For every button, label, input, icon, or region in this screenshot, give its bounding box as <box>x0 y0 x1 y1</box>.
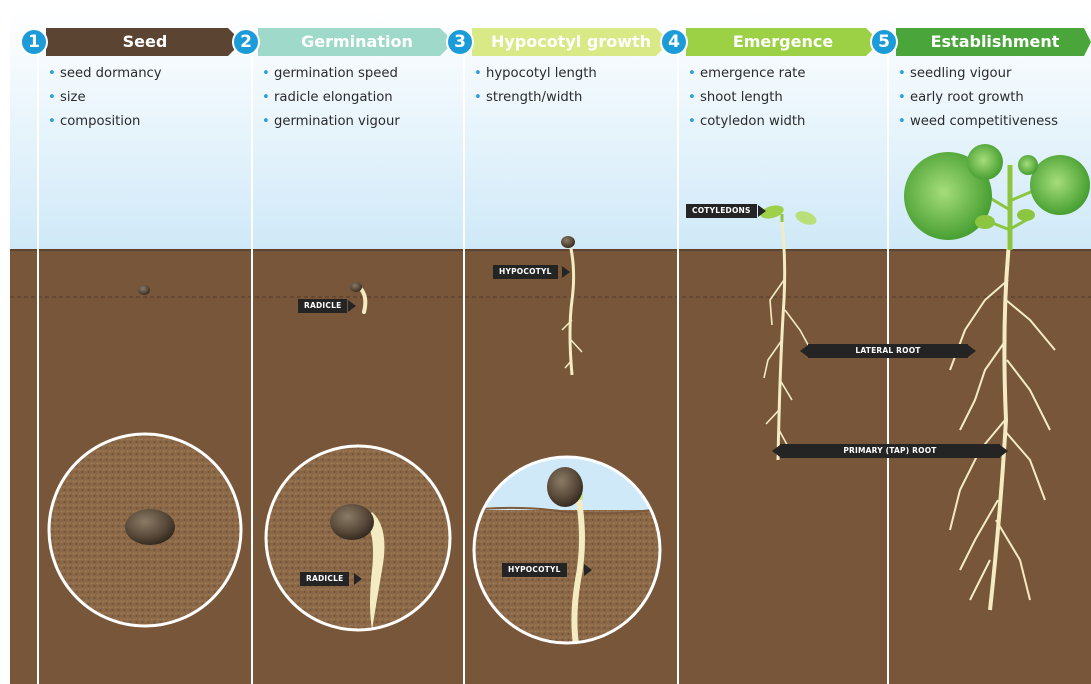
bullet-item: shoot length <box>688 86 805 110</box>
zoom-circle-radicle <box>266 446 450 630</box>
bullet-item: radicle elongation <box>262 86 400 110</box>
bullet-item: germination vigour <box>262 110 400 134</box>
lateral-root-label: LATERAL ROOT <box>808 344 968 358</box>
stage-1-bullets: seed dormancy size composition <box>48 62 162 134</box>
radicle-zoom-label: RADICLE <box>300 572 349 586</box>
bullet-item: germination speed <box>262 62 400 86</box>
stage-2-bullets: germination speed radicle elongation ger… <box>262 62 400 134</box>
radicle-label: RADICLE <box>298 299 347 313</box>
zoom-circle-seed <box>49 434 241 626</box>
stage-5-bullets: seedling vigour early root growth weed c… <box>898 62 1058 134</box>
bullet-item: emergence rate <box>688 62 805 86</box>
hypocotyl-label: HYPOCOTYL <box>493 265 558 279</box>
bullet-item: early root growth <box>898 86 1058 110</box>
stage-5-title: Establishment <box>900 28 1090 56</box>
stage-2-title: Germination <box>262 28 452 56</box>
stage-4-bullets: emergence rate shoot length cotyledon wi… <box>688 62 805 134</box>
bullet-item: hypocotyl length <box>474 62 597 86</box>
bullet-item: seedling vigour <box>898 62 1058 86</box>
stage-3-number: 3 <box>446 28 474 56</box>
stage-1-number: 1 <box>20 28 48 56</box>
cotyledons-label: COTYLEDONS <box>686 204 757 218</box>
bullet-item: cotyledon width <box>688 110 805 134</box>
stage-3-title: Hypocotyl growth <box>476 28 666 56</box>
bullet-item: seed dormancy <box>48 62 162 86</box>
bullet-item: composition <box>48 110 162 134</box>
stage-3-header: 3 Hypocotyl growth <box>446 28 676 56</box>
stage-2-header: 2 Germination <box>232 28 462 56</box>
stage-1-header: 1 Seed <box>20 28 250 56</box>
stage-5-number: 5 <box>870 28 898 56</box>
bullet-item: size <box>48 86 162 110</box>
stage-4-title: Emergence <box>690 28 876 56</box>
stage-1-title: Seed <box>50 28 240 56</box>
stage-3-bullets: hypocotyl length strength/width <box>474 62 597 110</box>
hypocotyl-zoom-label: HYPOCOTYL <box>502 563 567 577</box>
bullet-item: weed competitiveness <box>898 110 1058 134</box>
bullet-item: strength/width <box>474 86 597 110</box>
primary-root-label: PRIMARY (TAP) ROOT <box>780 444 1000 458</box>
stage-4-number: 4 <box>660 28 688 56</box>
seed-in-soil <box>138 285 150 295</box>
stage-2-number: 2 <box>232 28 260 56</box>
stage-5-header: 5 Establishment <box>870 28 1090 56</box>
stage-4-header: 4 Emergence <box>660 28 880 56</box>
